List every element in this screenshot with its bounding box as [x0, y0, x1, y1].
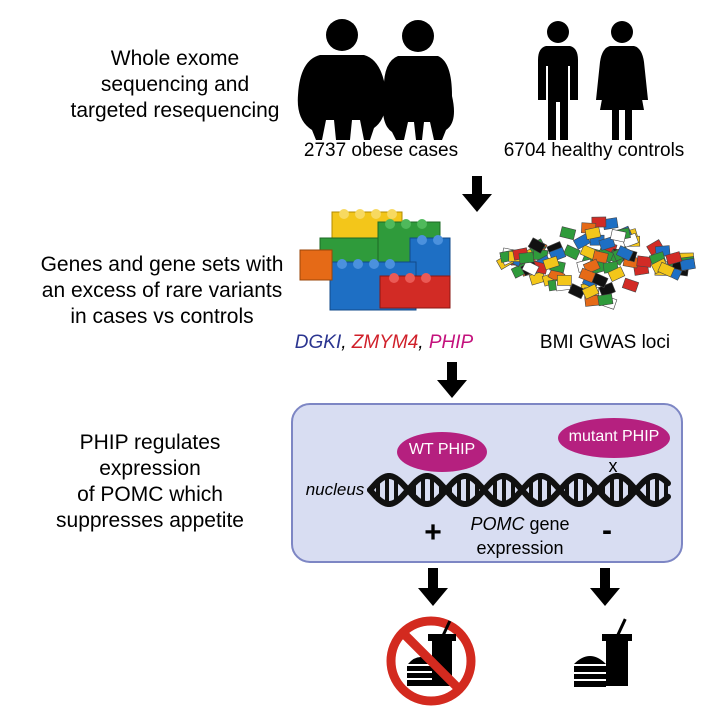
small-bricks-pile-icon — [496, 216, 696, 310]
obese-person-icon — [297, 19, 387, 140]
minus-sign: - — [602, 514, 612, 547]
gwas-loci-label: BMI GWAS loci — [539, 332, 671, 353]
step2-line3: in cases vs controls — [70, 305, 254, 328]
small-brick — [621, 277, 640, 293]
small-brick — [657, 261, 676, 278]
step1-line2: sequencing and — [100, 73, 250, 96]
step3-text: PHIP regulates expression of POMC which … — [30, 430, 270, 534]
small-brick — [578, 267, 596, 284]
healthy-person-icon — [596, 21, 648, 140]
step1-line1: Whole exome — [110, 47, 240, 70]
small-brick — [521, 260, 540, 277]
mutant-phip-oval — [558, 418, 670, 458]
gene-list: DGKI, ZMYM4, PHIP — [284, 332, 484, 354]
small-brick — [665, 251, 683, 266]
plus-sign: + — [424, 516, 442, 549]
obese-person-icon — [383, 20, 454, 140]
healthy-person-icon — [538, 21, 578, 140]
small-brick — [584, 226, 602, 241]
gene-phip: PHIP — [428, 332, 474, 353]
small-brick — [598, 236, 616, 251]
wt-phip-label: WT PHIP — [408, 441, 476, 458]
food-icon — [574, 618, 632, 687]
no-food-sign-icon — [386, 616, 476, 706]
mutant-phip-label: mutant PHIP — [568, 428, 660, 445]
arrow-down-icon — [590, 568, 620, 606]
nucleus-label: nucleus — [305, 480, 365, 499]
step3-line4: suppresses appetite — [56, 509, 244, 532]
step2-line1: Genes and gene sets with — [40, 253, 284, 276]
gene-zmym4: ZMYM4 — [351, 332, 419, 353]
gene-separator: , — [418, 332, 429, 353]
small-brick — [607, 266, 626, 282]
step3-line3: of POMC which — [77, 483, 223, 506]
pomc-label: POMC — [470, 514, 525, 534]
wt-phip-oval — [397, 432, 487, 472]
gene-separator: , — [341, 332, 352, 353]
step2-line2: an excess of rare variants — [41, 279, 283, 302]
small-brick — [527, 237, 546, 254]
step1-text: Whole exome sequencing and targeted rese… — [40, 46, 310, 124]
lego-bricks-icon — [299, 209, 451, 311]
step3-line1: PHIP regulates — [79, 431, 221, 454]
small-brick — [609, 228, 627, 243]
arrow-down-icon — [462, 176, 492, 212]
healthy-controls-label: 6704 healthy controls — [503, 140, 685, 161]
small-brick — [542, 255, 560, 271]
step1-line3: targeted resequencing — [70, 99, 280, 122]
arrow-down-icon — [437, 362, 467, 398]
arrow-down-icon — [418, 568, 448, 606]
small-brick — [597, 293, 614, 307]
obese-cases-label: 2737 obese cases — [303, 140, 459, 161]
small-brick — [557, 275, 572, 286]
small-brick — [559, 226, 577, 241]
small-brick — [581, 283, 600, 300]
small-brick — [615, 245, 634, 262]
mutation-mark: x — [608, 456, 618, 476]
small-brick — [679, 258, 696, 271]
gene-word: gene — [524, 514, 570, 534]
expression-word: expression — [476, 538, 564, 558]
gene-dgki: DGKI — [294, 332, 342, 353]
step2-text: Genes and gene sets with an excess of ra… — [12, 252, 312, 330]
small-brick — [518, 251, 535, 264]
small-brick — [562, 244, 581, 261]
small-brick — [567, 283, 586, 300]
pomc-expression-label: POMC gene expression — [450, 512, 590, 560]
step3-line2: expression — [99, 457, 201, 480]
dna-helix-icon — [367, 473, 671, 507]
pomc-gene-line: POMC gene — [450, 512, 590, 536]
